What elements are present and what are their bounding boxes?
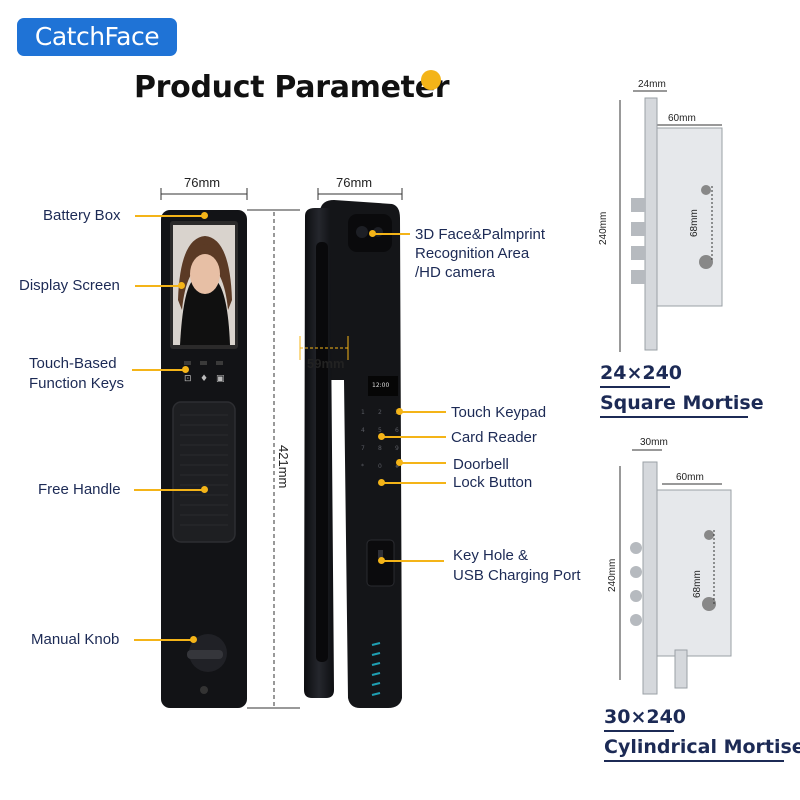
label-card-reader: Card Reader: [451, 429, 537, 446]
label-battery-box: Battery Box: [43, 207, 121, 224]
square-inner-height: 68mm: [689, 209, 700, 237]
label-display-screen: Display Screen: [19, 277, 120, 294]
cyl-name: Cylindrical Mortise: [604, 736, 800, 758]
svg-text:♦: ♦: [200, 374, 208, 384]
front-panel: ⊡ ♦ ▣: [161, 210, 247, 708]
svg-text:5: 5: [378, 427, 382, 434]
label-lock-button: Lock Button: [453, 474, 533, 491]
label-touch-keypad: Touch Keypad: [451, 404, 547, 421]
page-title: Product Parameter: [134, 70, 450, 105]
label-doorbell: Doorbell: [453, 456, 509, 473]
cylindrical-mortise-image: [619, 449, 732, 695]
svg-text:2: 2: [378, 409, 382, 416]
height-label: 421mm: [276, 445, 291, 489]
svg-text:▣: ▣: [216, 374, 225, 384]
label-manual-knob: Manual Knob: [31, 631, 120, 648]
label-face-3: /HD camera: [415, 264, 496, 281]
cyl-inner-width: 60mm: [676, 472, 704, 483]
cyl-size: 30×240: [604, 706, 687, 728]
square-mortise-image: [619, 90, 723, 352]
label-free-handle: Free Handle: [38, 481, 121, 498]
label-touch-keys-1: Touch-Based: [29, 355, 117, 372]
label-touch-keys-2: Function Keys: [29, 375, 125, 392]
svg-text:6: 6: [395, 427, 399, 434]
svg-text:*: *: [361, 463, 364, 470]
square-inner-width: 60mm: [668, 113, 696, 124]
svg-text:7: 7: [361, 445, 365, 452]
title-accent-dot: [421, 70, 441, 90]
svg-text:8: 8: [378, 445, 382, 452]
cyl-inner-height: 68mm: [692, 570, 703, 598]
side-panel: 12:00 123 456 789 *0#: [304, 200, 402, 708]
label-face-1: 3D Face&Palmprint: [415, 226, 546, 243]
side-screen-time: 12:00: [372, 382, 389, 389]
svg-text:⊡: ⊡: [184, 374, 192, 384]
svg-text:1: 1: [361, 409, 365, 416]
label-face-2: Recognition Area: [415, 245, 530, 262]
svg-text:0: 0: [378, 463, 382, 470]
label-keyhole-2: USB Charging Port: [453, 567, 581, 584]
cyl-top-width: 30mm: [640, 437, 668, 448]
label-keyhole-1: Key Hole &: [453, 547, 529, 564]
square-top-width: 24mm: [638, 79, 666, 90]
brand-logo: CatchFace: [17, 18, 177, 56]
square-name: Square Mortise: [600, 392, 764, 414]
depth-label: 59mm: [307, 356, 345, 371]
cyl-height: 240mm: [607, 558, 618, 592]
svg-text:4: 4: [361, 427, 365, 434]
front-width-label: 76mm: [184, 175, 221, 190]
square-height: 240mm: [598, 211, 609, 245]
svg-text:#: #: [395, 463, 400, 470]
square-size: 24×240: [600, 362, 683, 384]
side-width-label: 76mm: [336, 175, 373, 190]
svg-text:9: 9: [395, 445, 399, 452]
